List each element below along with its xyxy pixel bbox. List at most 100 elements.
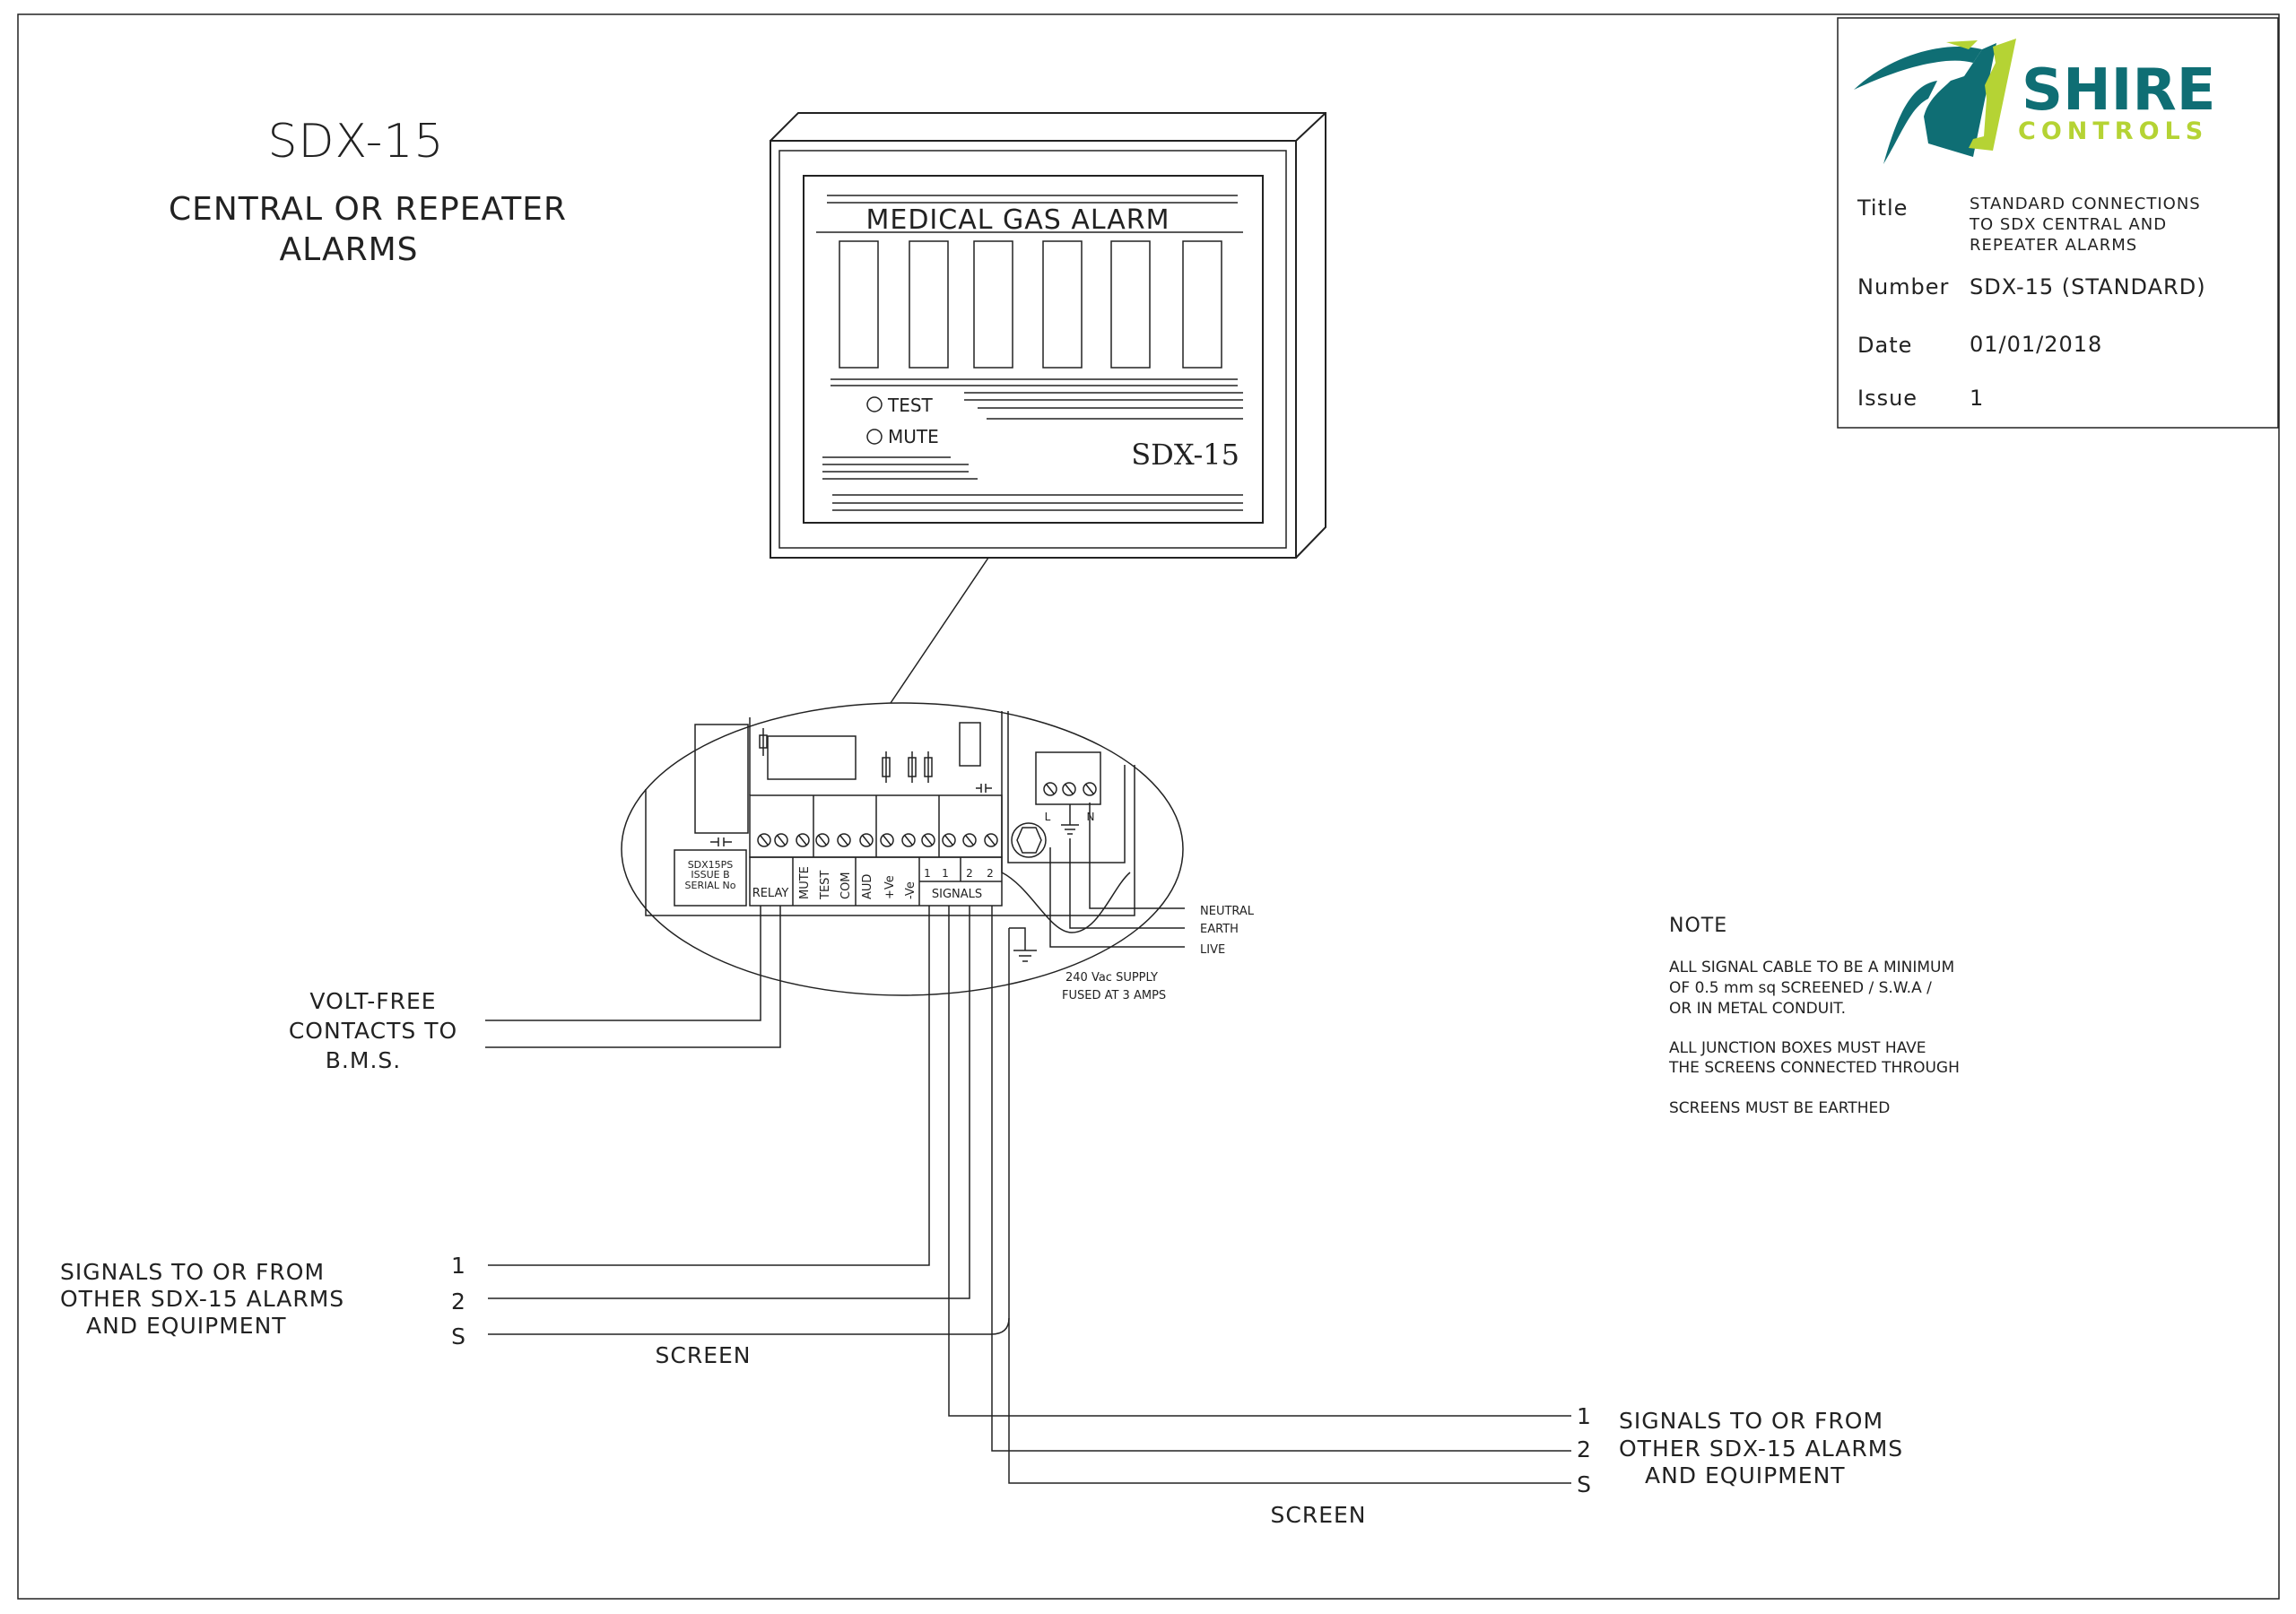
svg-text:FUSED AT 3 AMPS: FUSED AT 3 AMPS bbox=[1062, 989, 1166, 1002]
logo-word-controls: CONTROLS bbox=[2018, 117, 2208, 145]
svg-text:TEST: TEST bbox=[819, 871, 832, 900]
issue-label: Issue bbox=[1857, 386, 1918, 411]
terminal-screws bbox=[757, 833, 998, 847]
sheet-border bbox=[17, 13, 2280, 1600]
svg-text:+Ve: +Ve bbox=[883, 875, 897, 899]
signals-right-label: 1 2 S SIGNALS TO OR FROM OTHER SDX-15 AL… bbox=[1271, 1403, 1903, 1528]
svg-text:ALL JUNCTION BOXES MUST HAVE: ALL JUNCTION BOXES MUST HAVE bbox=[1669, 1039, 1926, 1057]
title-value-line1: STANDARD CONNECTIONS bbox=[1970, 195, 2201, 213]
notes: NOTE ALL SIGNAL CABLE TO BE A MINIMUM OF… bbox=[1668, 915, 1960, 1117]
screw-terminal-icon bbox=[815, 833, 830, 847]
panel-model-label: SDX-15 bbox=[1131, 438, 1239, 472]
bms-label: VOLT-FREE CONTACTS TO B.M.S. bbox=[289, 988, 457, 1073]
ground-symbol bbox=[1009, 927, 1037, 962]
svg-text:NOTE: NOTE bbox=[1669, 915, 1727, 937]
svg-text:LIVE: LIVE bbox=[1200, 943, 1225, 957]
screw-terminal-icon bbox=[859, 833, 874, 847]
svg-text:240 Vac SUPPLY: 240 Vac SUPPLY bbox=[1065, 971, 1158, 985]
shire-logo: SHIRE CONTROLS bbox=[1854, 39, 2215, 164]
svg-text:SERIAL No: SERIAL No bbox=[685, 880, 736, 891]
svg-text:1: 1 bbox=[942, 867, 949, 880]
svg-text:COM: COM bbox=[839, 872, 853, 899]
svg-text:L: L bbox=[1045, 811, 1051, 823]
svg-text:THE SCREENS CONNECTED THROUGH: THE SCREENS CONNECTED THROUGH bbox=[1668, 1059, 1960, 1077]
screw-terminal-icon bbox=[901, 833, 916, 847]
pcb-label-box bbox=[674, 849, 747, 907]
subtitle-line1: CENTRAL OR REPEATER bbox=[169, 191, 567, 228]
svg-text:AND EQUIPMENT: AND EQUIPMENT bbox=[86, 1313, 287, 1339]
screw-terminal-icon bbox=[942, 833, 956, 847]
screw-terminal-icon bbox=[837, 833, 851, 847]
svg-text:1: 1 bbox=[924, 867, 931, 880]
screw-terminal-icon bbox=[796, 833, 810, 847]
svg-text:OTHER SDX-15 ALARMS: OTHER SDX-15 ALARMS bbox=[1619, 1436, 1903, 1462]
svg-text:EARTH: EARTH bbox=[1200, 923, 1239, 936]
svg-text:2: 2 bbox=[1577, 1436, 1591, 1462]
svg-text:S: S bbox=[451, 1323, 465, 1349]
svg-text:NEUTRAL: NEUTRAL bbox=[1200, 905, 1255, 918]
svg-text:SDX15PS: SDX15PS bbox=[688, 859, 734, 871]
date-label: Date bbox=[1857, 333, 1912, 358]
relay-terminal-label: RELAY bbox=[752, 887, 789, 900]
alarm-enclosure: MEDICAL GAS ALARM TEST MUTE SDX-15 bbox=[770, 112, 1326, 559]
test-button bbox=[866, 396, 883, 412]
title-value-line3: REPEATER ALARMS bbox=[1970, 236, 2137, 255]
svg-text:ALL SIGNAL CABLE TO BE A MINIM: ALL SIGNAL CABLE TO BE A MINIMUM bbox=[1669, 959, 1954, 976]
svg-text:SIGNALS TO OR FROM: SIGNALS TO OR FROM bbox=[60, 1259, 325, 1285]
issue-value: 1 bbox=[1970, 386, 1984, 411]
title-value-line2: TO SDX CENTRAL AND bbox=[1969, 215, 2167, 234]
screw-terminal-icon bbox=[1043, 782, 1057, 796]
svg-text:OTHER SDX-15 ALARMS: OTHER SDX-15 ALARMS bbox=[60, 1286, 344, 1312]
number-label: Number bbox=[1857, 274, 1949, 299]
screw-terminal-icon bbox=[921, 833, 935, 847]
svg-text:CONTACTS TO: CONTACTS TO bbox=[289, 1018, 457, 1044]
signals-left-label: SIGNALS TO OR FROM OTHER SDX-15 ALARMS A… bbox=[60, 1253, 752, 1368]
svg-text:2: 2 bbox=[966, 867, 973, 880]
mute-button bbox=[866, 429, 883, 445]
svg-text:VOLT-FREE: VOLT-FREE bbox=[309, 988, 436, 1014]
screw-terminal-icon bbox=[757, 833, 771, 847]
svg-text:B.M.S.: B.M.S. bbox=[326, 1047, 401, 1073]
svg-text:SCREENS MUST BE EARTHED: SCREENS MUST BE EARTHED bbox=[1669, 1099, 1890, 1117]
screw-terminal-icon bbox=[774, 833, 788, 847]
terminal-board-detail: SDX15PS ISSUE B SERIAL No RELAY MUTE TES… bbox=[621, 702, 1255, 1002]
svg-text:2: 2 bbox=[987, 867, 994, 880]
svg-text:-Ve: -Ve bbox=[904, 881, 918, 899]
svg-text:ISSUE B: ISSUE B bbox=[691, 869, 729, 881]
svg-text:AND EQUIPMENT: AND EQUIPMENT bbox=[1645, 1462, 1846, 1488]
date-value: 01/01/2018 bbox=[1970, 332, 2102, 357]
signals-terminal-label: SIGNALS bbox=[932, 888, 982, 901]
screw-terminal-icon bbox=[1062, 782, 1076, 796]
wiring bbox=[485, 906, 1571, 1484]
svg-text:OF 0.5 mm sq SCREENED / S.W.A: OF 0.5 mm sq SCREENED / S.W.A / bbox=[1669, 979, 1932, 997]
title-block: SHIRE CONTROLS Title STANDARD CONNECTION… bbox=[1837, 17, 2279, 429]
screw-terminal-icon bbox=[962, 833, 977, 847]
number-value: SDX-15 (STANDARD) bbox=[1970, 274, 2206, 299]
model-heading: SDX-15 bbox=[267, 115, 444, 169]
svg-text:S: S bbox=[1577, 1471, 1591, 1497]
svg-text:SIGNALS TO OR FROM: SIGNALS TO OR FROM bbox=[1619, 1408, 1883, 1434]
logo-word-shire: SHIRE bbox=[2022, 57, 2215, 124]
screw-terminal-icon bbox=[880, 833, 894, 847]
svg-text:OR IN METAL CONDUIT.: OR IN METAL CONDUIT. bbox=[1669, 1000, 1846, 1018]
title-label: Title bbox=[1857, 195, 1908, 221]
fuse-icon bbox=[1016, 827, 1042, 854]
leader-line bbox=[890, 557, 989, 704]
panel-heading: MEDICAL GAS ALARM bbox=[865, 204, 1170, 236]
svg-text:N: N bbox=[1087, 811, 1095, 823]
svg-text:1: 1 bbox=[451, 1253, 465, 1279]
test-label: TEST bbox=[887, 395, 934, 416]
svg-text:SCREEN: SCREEN bbox=[1271, 1502, 1367, 1528]
screw-terminal-icon bbox=[984, 833, 998, 847]
relay-component bbox=[767, 735, 857, 780]
svg-text:MUTE: MUTE bbox=[798, 866, 812, 899]
svg-text:SCREEN: SCREEN bbox=[656, 1342, 752, 1368]
indicator-windows bbox=[839, 240, 1222, 369]
svg-text:2: 2 bbox=[451, 1289, 465, 1315]
svg-text:AUD: AUD bbox=[861, 874, 874, 899]
screw-terminal-icon bbox=[1083, 782, 1097, 796]
subtitle-line2: ALARMS bbox=[279, 231, 418, 268]
drawing-heading: SDX-15 CENTRAL OR REPEATER ALARMS bbox=[169, 115, 567, 268]
mute-label: MUTE bbox=[888, 426, 939, 447]
